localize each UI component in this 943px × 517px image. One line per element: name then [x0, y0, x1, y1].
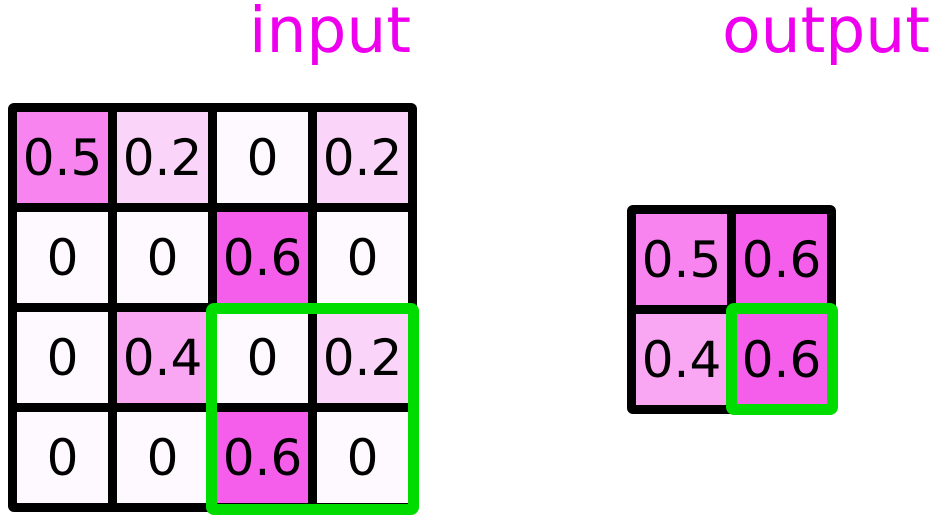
matrix-cell: 0.6	[736, 314, 827, 405]
matrix-cell: 0.4	[117, 312, 208, 403]
matrix-cell: 0	[17, 312, 108, 403]
matrix-cell: 0	[117, 412, 208, 503]
matrix-cell: 0	[117, 212, 208, 303]
matrix-cell: 0.2	[117, 112, 208, 203]
matrix-cell: 0	[217, 112, 308, 203]
matrix-cell: 0.5	[636, 214, 727, 305]
matrix-cell: 0.5	[17, 112, 108, 203]
matrix-cell: 0	[17, 412, 108, 503]
matrix-cell: 0	[17, 212, 108, 303]
matrix-cell: 0.2	[317, 112, 408, 203]
matrix-cell: 0	[217, 312, 308, 403]
matrix-cell: 0	[317, 412, 408, 503]
matrix-cell: 0.2	[317, 312, 408, 403]
output-title: output	[722, 0, 930, 67]
matrix-cell: 0.6	[217, 212, 308, 303]
input-title: input	[248, 0, 412, 67]
matrix-cell: 0.6	[736, 214, 827, 305]
matrix-cell: 0.6	[217, 412, 308, 503]
matrix-cell: 0.4	[636, 314, 727, 405]
matrix-cell: 0	[317, 212, 408, 303]
